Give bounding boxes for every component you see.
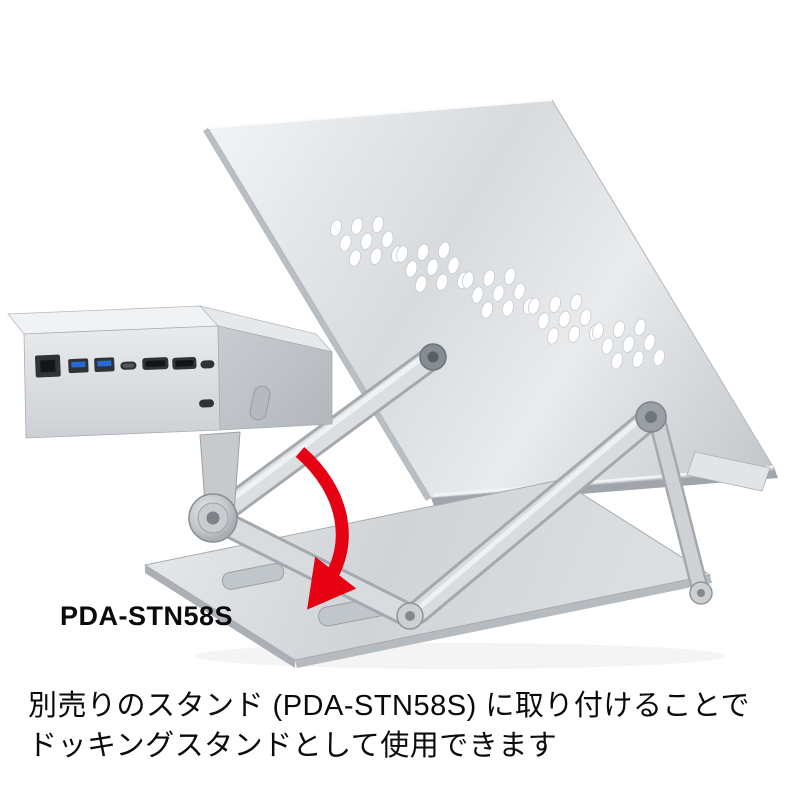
model-number-label: PDA-STN58S [60,601,234,631]
dock-end-face [217,325,333,431]
hinge-knob [188,493,238,543]
usb-a-port [94,357,115,372]
caption-line-2: ドッキングスタンドとして使用できます [28,730,558,762]
caption-line-1: 別売りのスタンド (PDA-STN58S) に取り付けることで [28,690,750,722]
caption: 別売りのスタンド (PDA-STN58S) に取り付けることで ドッキングスタン… [28,686,750,766]
hinge-cap-rear [689,581,713,605]
dock-front-face [23,325,221,439]
plate-hinge [419,343,447,371]
hdmi-port [142,357,169,370]
vent-holes [330,215,665,370]
stand-top-plate [203,99,778,506]
usb-c-port [199,399,215,408]
hinge-cap-front [396,602,424,630]
usb-a-port [68,358,89,374]
dock-side-slot [249,385,271,421]
base-slot [221,563,285,590]
hdmi-port [172,356,197,370]
usb-c-port [200,360,215,369]
stand-arms [201,344,710,629]
dock-ports [34,354,215,408]
docking-station [7,305,334,439]
usb-c-port [120,361,137,370]
rotate-attach-arrow [295,447,357,610]
right-hinge [635,401,667,433]
plate-lip [686,451,771,492]
lan-port [34,354,61,378]
stand-base-plate [143,479,712,668]
